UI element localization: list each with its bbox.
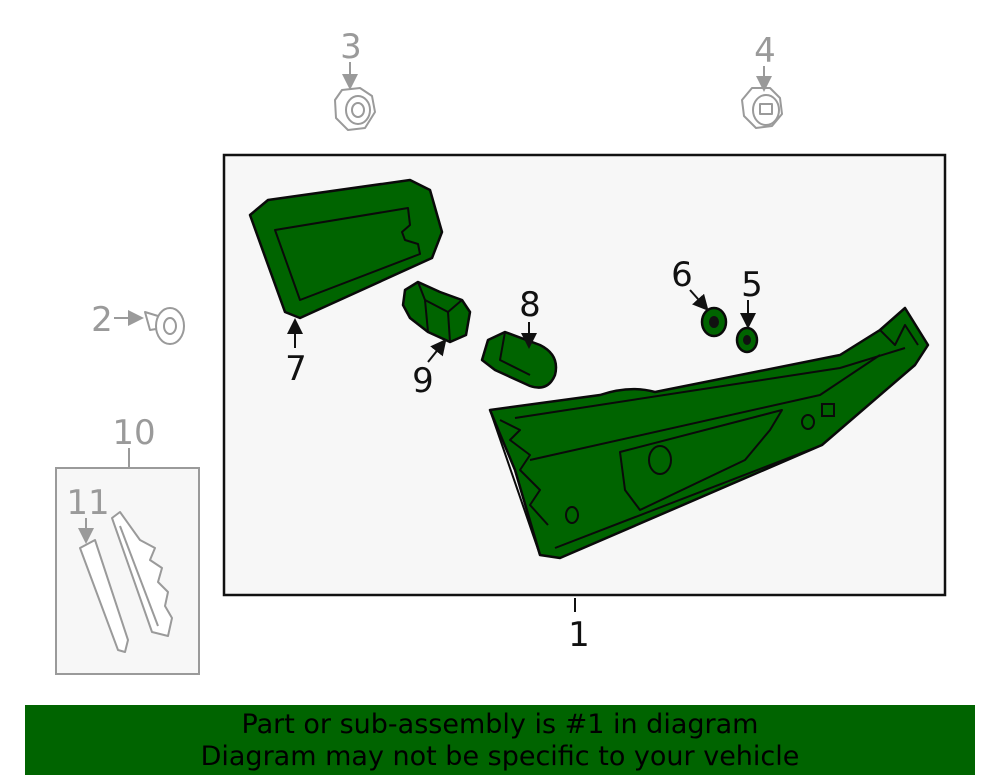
callout-4: 4 [754,31,776,71]
callout-6: 6 [671,255,693,295]
callout-8: 8 [519,285,541,325]
callout-1: 1 [568,615,590,655]
screw-part-2[interactable] [144,307,185,345]
clip-part-4[interactable] [741,87,783,129]
callout-10: 10 [112,413,155,453]
parts-diagram: 1 2 3 4 5 6 7 8 9 10 11 [55,27,947,675]
clip-part-3[interactable] [334,87,376,131]
nut-part-5[interactable] [735,326,759,354]
footer-banner: Part or sub-assembly is #1 in diagram Di… [25,705,975,775]
bulb-part[interactable] [480,330,558,389]
nut-part-6[interactable] [700,306,728,338]
callout-9: 9 [412,361,434,401]
gasket-part[interactable] [248,178,444,320]
callout-5: 5 [741,265,763,305]
footer-line-1: Part or sub-assembly is #1 in diagram [241,709,759,740]
footer-line-2: Diagram may not be specific to your vehi… [200,741,800,772]
trim-part-11[interactable] [79,511,173,653]
callout-2: 2 [91,300,113,340]
socket-part[interactable] [401,280,472,344]
callout-7: 7 [285,349,307,389]
tail-lamp-part[interactable] [488,306,930,560]
callout-3: 3 [340,27,362,67]
callout-11: 11 [66,483,109,523]
